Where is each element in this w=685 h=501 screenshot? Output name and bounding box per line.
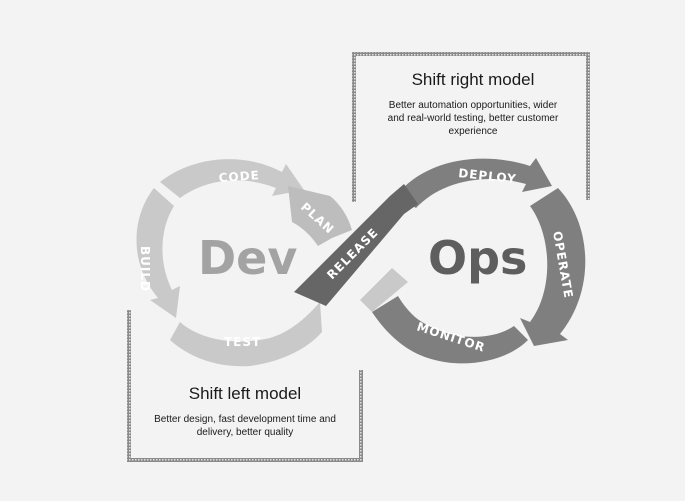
shift-right-line-1: Better automation opportunities, wider — [388, 100, 558, 111]
shift-left-bracket — [127, 310, 363, 462]
segment-test — [170, 302, 322, 367]
shift-left-callout: Shift left model Better design, fast dev… — [138, 384, 352, 439]
segment-release — [294, 184, 418, 306]
dev-word: Dev — [198, 231, 297, 285]
segment-deploy — [396, 158, 552, 208]
shift-left-line-1: Better design, fast development time and — [154, 414, 336, 425]
shift-left-description: Better design, fast development time and… — [138, 413, 352, 439]
shift-right-bracket — [352, 52, 590, 202]
ops-word: Ops — [428, 231, 527, 285]
dev-loop — [136, 159, 352, 367]
shift-left-line-2: delivery, better quality — [196, 427, 294, 438]
segment-plan — [288, 186, 352, 246]
shift-right-callout: Shift right model Better automation oppo… — [370, 70, 576, 138]
label-deploy: DEPLOY — [458, 166, 518, 186]
label-test: TEST — [224, 335, 261, 349]
ops-loop — [360, 158, 586, 364]
segment-code — [160, 159, 304, 198]
shift-right-line-3: experience — [448, 126, 498, 137]
monitor-return-arrow — [360, 268, 408, 312]
segment-build — [136, 188, 180, 318]
shift-right-line-2: and real-world testing, better customer — [387, 113, 559, 124]
label-build: BUILD — [138, 246, 152, 292]
shift-right-title: Shift right model — [411, 70, 535, 89]
shift-right-description: Better automation opportunities, wider a… — [370, 99, 576, 138]
shift-left-title: Shift left model — [188, 384, 302, 403]
label-code: CODE — [218, 168, 260, 185]
segment-operate — [520, 188, 586, 346]
segment-monitor — [372, 296, 528, 364]
